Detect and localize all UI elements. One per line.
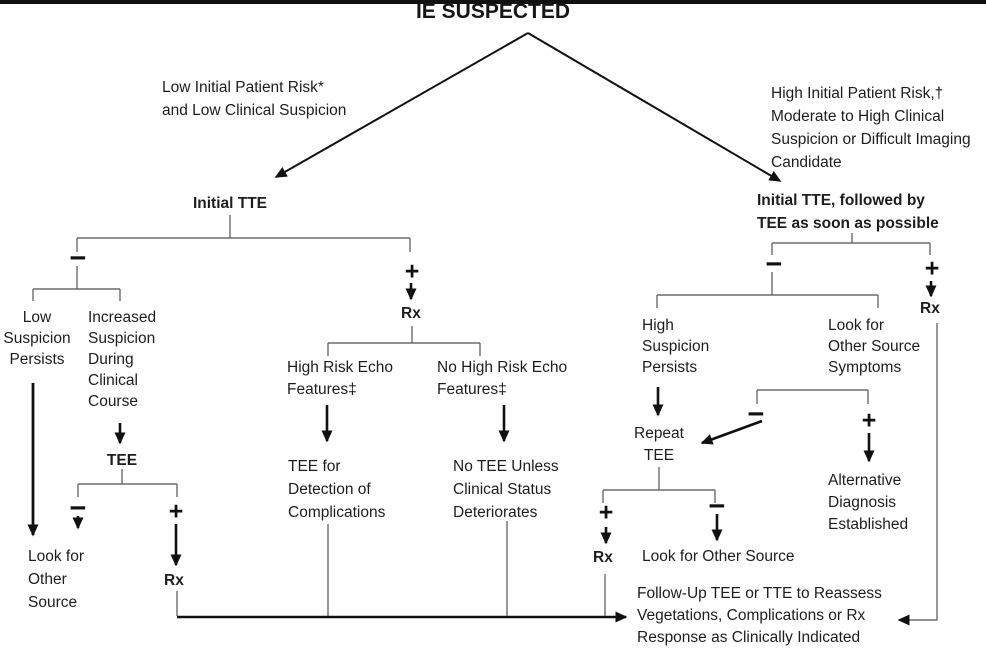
plus-sign-initial-tte: +	[404, 257, 420, 286]
left-condition-label: Low Initial Patient Risk* and Low Clinic…	[162, 79, 347, 119]
plus-sign-tte-tee: +	[924, 254, 940, 283]
connector-right-negative-subbranch	[656, 272, 879, 308]
bold-arrows	[27, 281, 937, 623]
connector-initial-tte-branch	[76, 215, 411, 252]
minus-sign-initial-tte: −	[69, 242, 87, 275]
node-initial-tte-followed-by-tee: Initial TTE, followed by TEE as soon as …	[757, 192, 939, 232]
node-high-risk-echo: High Risk Echo Features‡	[287, 359, 393, 398]
minus-sign-repeat-tee: −	[708, 490, 726, 523]
node-no-tee-unless: No TEE Unless Clinical Status Deteriorat…	[453, 458, 559, 521]
right-condition-label: High Initial Patient Risk,† Moderate to …	[771, 85, 971, 171]
node-high-suspicion-persists: High Suspicion Persists	[642, 317, 710, 376]
node-look-for-other-source: Look for Other Source	[28, 548, 85, 611]
minus-sign-symptoms: −	[747, 398, 765, 431]
minus-sign-tte-tee: −	[765, 248, 783, 281]
plus-sign-repeat-tee: +	[598, 498, 614, 527]
top-border	[0, 0, 986, 4]
node-no-high-risk-echo: No High Risk Echo Features‡	[437, 359, 568, 398]
node-rx-repeat-tee-positive: Rx	[593, 549, 613, 566]
node-followup-tee-tte: Follow-Up TEE or TTE to Reassess Vegetat…	[637, 585, 882, 646]
node-look-for-other-source-2: Look for Other Source	[642, 548, 795, 565]
node-tee: TEE	[106, 452, 138, 469]
arrow-to-initial-tte	[274, 32, 529, 178]
node-tee-for-detection: TEE for Detection of Complications	[288, 458, 386, 521]
node-rx-initial-tte-positive: Rx	[401, 305, 421, 322]
right-tree-connectors	[602, 233, 938, 626]
left-tree-connectors	[32, 215, 508, 616]
node-repeat-tee: Repeat TEE	[634, 425, 684, 464]
node-look-other-source-symptoms: Look for Other Source Symptoms	[828, 317, 921, 376]
node-increased-suspicion: Increased Suspicion During Clinical Cour…	[88, 309, 157, 410]
node-low-suspicion-persists: Low Suspicion Persists	[3, 309, 71, 368]
connector-negative-subbranch	[32, 266, 121, 301]
node-initial-tte: Initial TTE	[192, 195, 268, 212]
plus-sign-symptoms: +	[861, 406, 877, 435]
plus-sign-tee: +	[168, 497, 184, 526]
connector-echo-branch	[327, 326, 481, 356]
flowchart-title: IE SUSPECTED	[415, 0, 571, 23]
connector-tee-branch	[77, 469, 178, 497]
connector-symptoms-branch	[756, 389, 869, 404]
minus-sign-tee: −	[69, 492, 87, 525]
arrow-to-initial-tte-tee	[527, 32, 782, 182]
node-alternative-diagnosis: Alternative Diagnosis Established	[828, 472, 909, 533]
node-rx-tee-positive: Rx	[164, 572, 184, 589]
node-rx-right-positive: Rx	[920, 300, 940, 317]
connector-rx3-to-followup	[897, 323, 938, 626]
arrow-symptoms-negative-to-repeat-tee	[700, 419, 763, 445]
connector-repeat-tee-branch	[602, 467, 716, 503]
connector-tte-tee-branch	[771, 233, 931, 255]
